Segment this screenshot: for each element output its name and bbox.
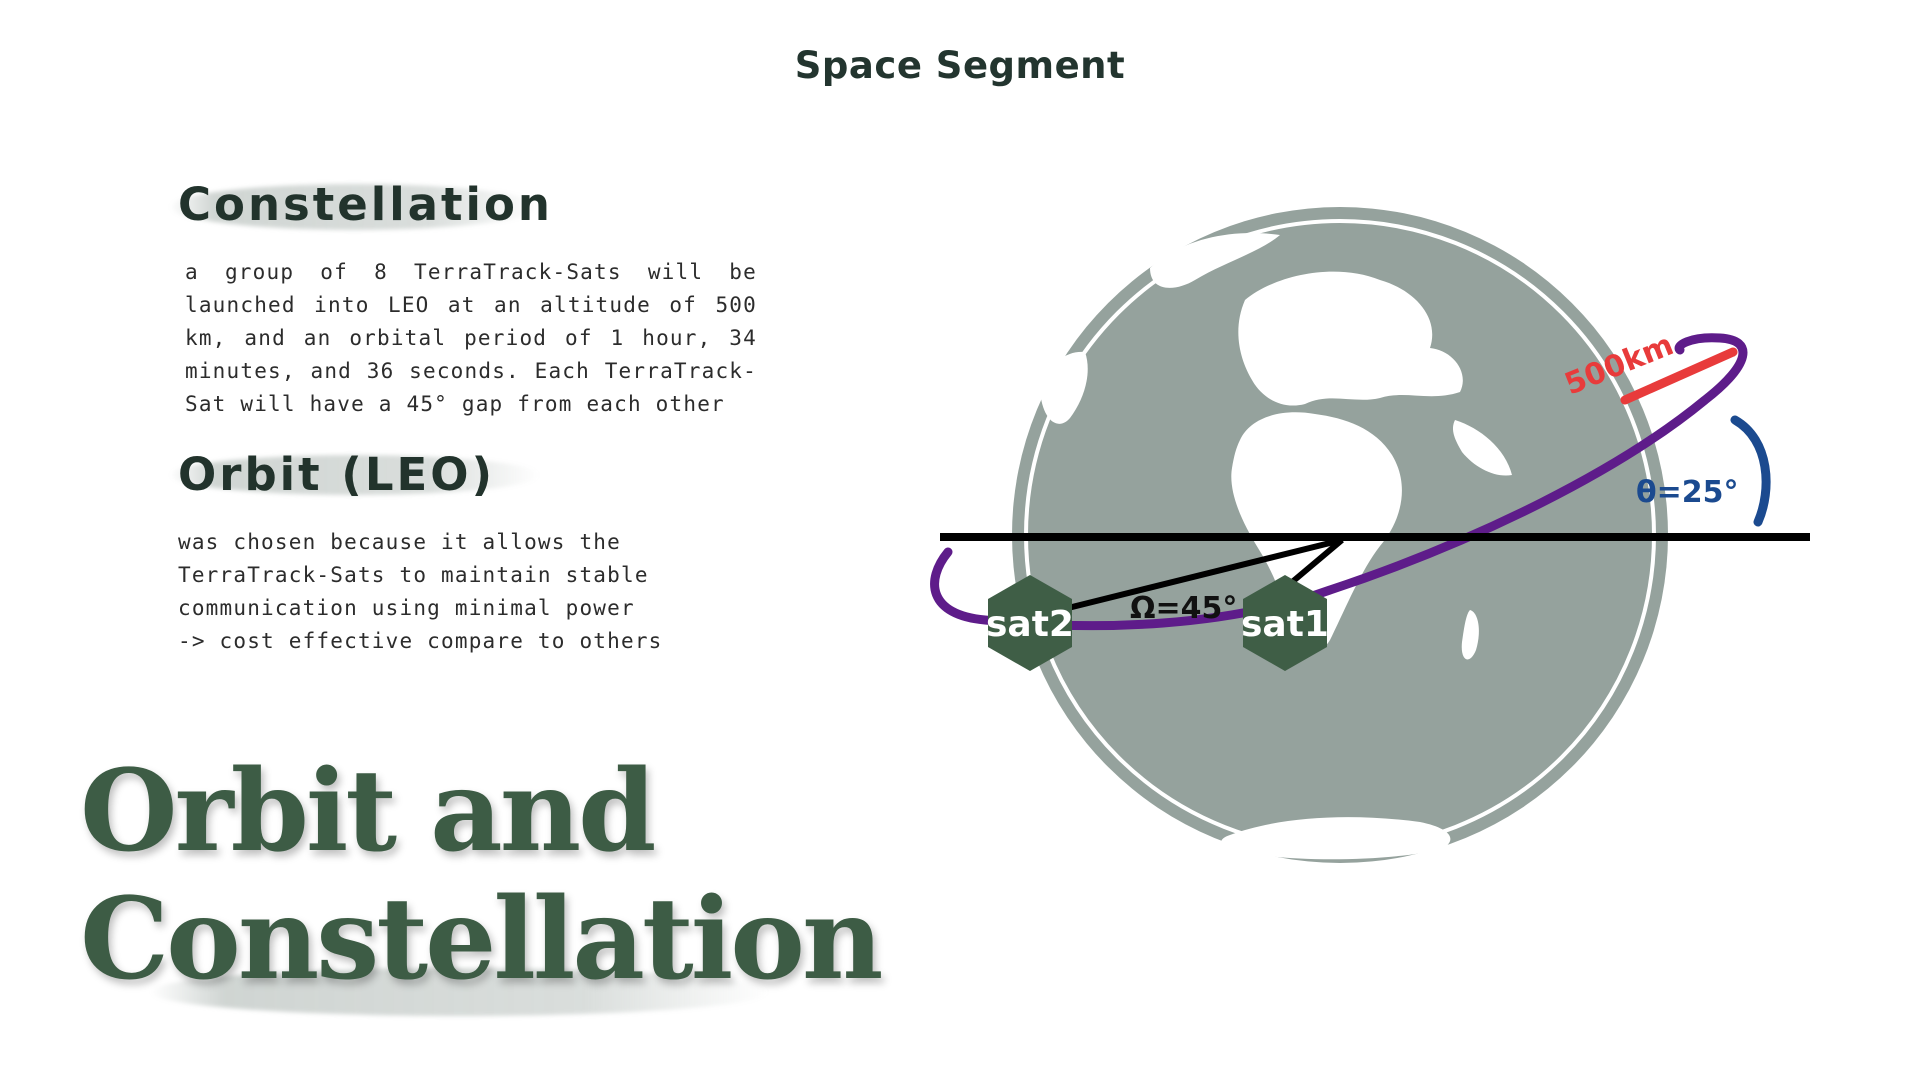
sat2-radius-line [1059,537,1343,613]
europe-landmass [1238,271,1463,406]
orbit-description: was chosen because it allows the TerraTr… [178,526,698,658]
brush-stroke-orbit [170,455,540,495]
north-africa-landmass [1231,412,1402,651]
madagascar-landmass [1461,610,1479,660]
north-america-edge [1040,351,1088,424]
big-title: Orbit and Constellation [80,746,883,1005]
sat1-radius-line [1283,537,1344,591]
inclination-label: θ=25° [1636,475,1739,510]
sat2-label: sat2 [986,604,1074,645]
arabia-landmass [1452,420,1512,476]
sat1-satellite: sat1 [1241,575,1329,671]
orbit-path [930,333,1748,631]
orbit-description-line: -> cost effective compare to others [178,629,663,653]
sat1-label: sat1 [1241,604,1329,645]
separation-label: Ω=45° [1130,591,1237,626]
antarctica-landmass [1221,817,1451,860]
altitude-marker [1620,347,1738,405]
sat2-satellite: sat2 [986,575,1074,671]
inclination-arc [1730,415,1771,527]
orbit-description-line: TerraTrack-Sats to maintain stable [178,563,649,587]
orbit-description-line: communication using minimal power [178,596,635,620]
page-title: Space Segment [794,44,1126,87]
big-title-line-1: Orbit and [80,746,656,877]
orbit-heading: Orbit (LEO) [178,448,496,501]
big-title-line-2: Constellation [80,874,883,1005]
brush-stroke-constellation [170,184,540,230]
constellation-heading: Constellation [178,178,553,231]
brush-stroke-big-title [150,968,770,1016]
orbit-description-line: was chosen because it allows the [178,530,621,554]
greenland-landmass [1150,233,1280,288]
constellation-description: a group of 8 TerraTrack-Sats will be lau… [185,260,757,416]
